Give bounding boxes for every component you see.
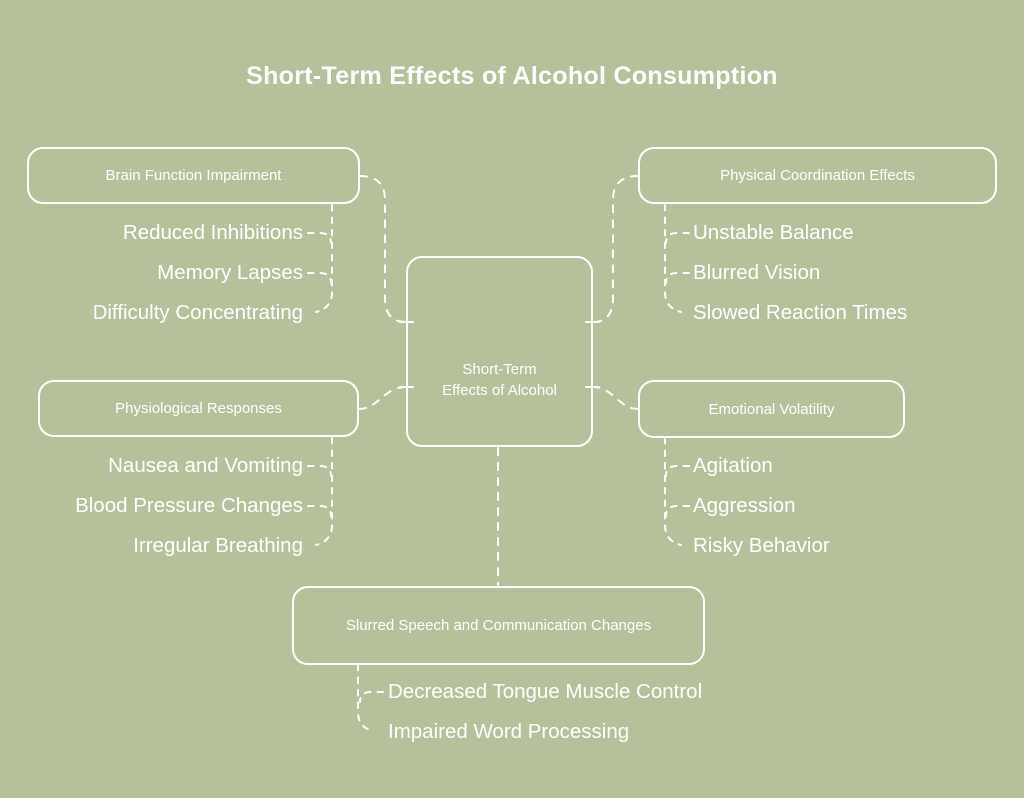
child-connector-emotional-stub-2 (665, 505, 690, 517)
branch-label: Physiological Responses (115, 400, 282, 417)
child-item-decreased-tongue-muscle-control: Decreased Tongue Muscle Control (388, 680, 703, 703)
child-connector-physio-trunk (315, 437, 333, 546)
child-connector-physio-stub-2 (307, 505, 332, 517)
child-connector-physio-stub-1 (307, 465, 332, 477)
child-item-agitation: Agitation (693, 454, 773, 477)
child-item-blurred-vision: Blurred Vision (693, 261, 821, 284)
center-node-label-line-2: Effects of Alcohol (442, 382, 557, 399)
branch-node-slurred-speech-communication-changes: Slurred Speech and Communication Changes (292, 586, 705, 665)
edge-brain-to-center (359, 175, 407, 323)
child-item-nausea-and-vomiting: Nausea and Vomiting (108, 454, 303, 477)
branch-label: Slurred Speech and Communication Changes (345, 617, 652, 634)
child-connector-emotional-stub-1 (665, 465, 690, 477)
center-node-short-term-effects: Short-Term Effects of Alcohol (406, 256, 593, 447)
child-item-risky-behavior: Risky Behavior (693, 534, 830, 557)
edge-physio-to-center (358, 386, 407, 410)
child-connector-brain-trunk (315, 204, 333, 313)
child-connector-emotional-trunk (664, 437, 682, 546)
center-node-label-line-1: Short-Term (462, 361, 537, 378)
child-item-slowed-reaction-times: Slowed Reaction Times (693, 301, 908, 324)
child-connector-physical-stub-2 (665, 272, 690, 284)
child-item-reduced-inhibitions: Reduced Inhibitions (122, 221, 303, 244)
child-connector-brain-stub-2 (307, 272, 332, 284)
branch-label: Emotional Volatility (708, 400, 835, 418)
child-item-aggression: Aggression (693, 494, 796, 517)
branch-node-brain-function-impairment: Brain Function Impairment (27, 147, 360, 204)
child-item-memory-lapses: Memory Lapses (157, 261, 303, 284)
branch-node-physical-coordination-effects: Physical Coordination Effects (638, 147, 997, 204)
edge-physical-to-center (592, 175, 639, 323)
branch-label: Physical Coordination Effects (720, 167, 915, 184)
mindmap-title: Short-Term Effects of Alcohol Consumptio… (246, 62, 778, 90)
child-connector-physical-trunk (664, 204, 682, 313)
child-connector-physical-stub-1 (665, 232, 690, 244)
child-connector-brain-stub-1 (307, 232, 332, 244)
child-item-irregular-breathing: Irregular Breathing (133, 534, 303, 557)
child-item-difficulty-concentrating: Difficulty Concentrating (92, 301, 303, 324)
branch-node-emotional-volatility: Emotional Volatility (638, 380, 905, 438)
child-item-blood-pressure-changes: Blood Pressure Changes (75, 494, 303, 517)
child-connector-speech-stub-1 (359, 691, 384, 703)
child-item-impaired-word-processing: Impaired Word Processing (388, 720, 630, 743)
branch-node-physiological-responses: Physiological Responses (38, 380, 359, 437)
child-item-unstable-balance: Unstable Balance (693, 221, 854, 244)
branch-label: Brain Function Impairment (105, 167, 282, 184)
edge-emotional-to-center (592, 386, 639, 410)
